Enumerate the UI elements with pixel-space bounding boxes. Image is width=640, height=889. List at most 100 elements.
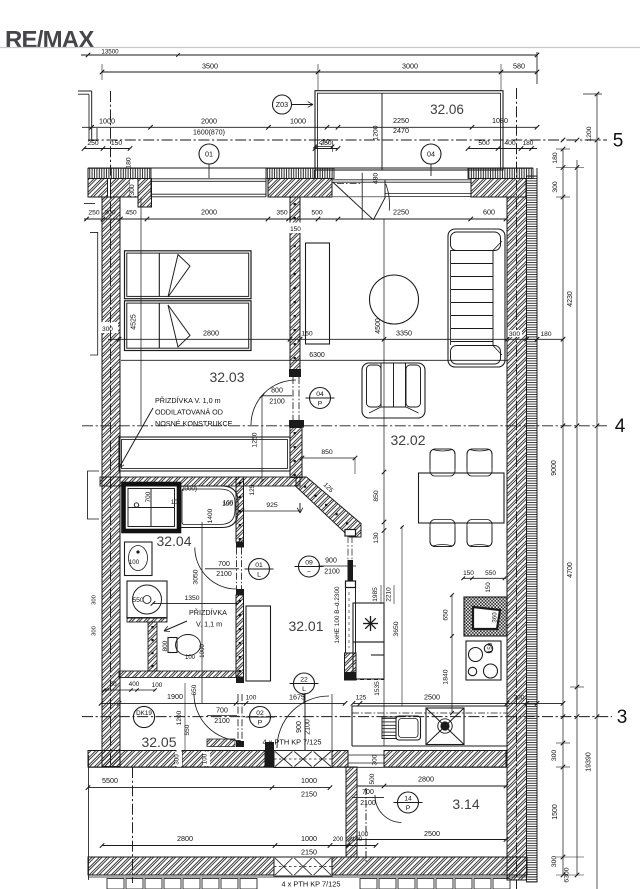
svg-text:P: P	[318, 401, 323, 408]
svg-text:300: 300	[92, 626, 98, 636]
svg-text:6300: 6300	[564, 867, 571, 882]
svg-text:19390: 19390	[586, 752, 593, 772]
svg-text:4: 4	[615, 416, 626, 437]
svg-text:350: 350	[276, 210, 288, 217]
svg-text:2210: 2210	[386, 587, 393, 602]
svg-text:300: 300	[551, 856, 558, 868]
svg-text:125: 125	[249, 484, 256, 495]
svg-text:300: 300	[509, 331, 520, 338]
svg-text:1200: 1200	[373, 125, 380, 140]
svg-text:550: 550	[485, 570, 496, 577]
svg-text:1000: 1000	[301, 834, 317, 843]
svg-text:04: 04	[427, 150, 435, 159]
svg-text:2500: 2500	[424, 693, 440, 702]
svg-text:300: 300	[102, 326, 113, 333]
svg-text:300: 300	[104, 210, 116, 217]
svg-text:100: 100	[222, 501, 233, 508]
svg-text:4230: 4230	[567, 291, 574, 307]
svg-text:100: 100	[129, 559, 140, 566]
svg-text:250: 250	[87, 140, 99, 147]
svg-text:300: 300	[129, 184, 136, 196]
svg-text:100: 100	[358, 831, 369, 838]
svg-text:300: 300	[92, 595, 98, 605]
svg-text:1400: 1400	[207, 508, 214, 523]
svg-text:2800: 2800	[418, 775, 434, 784]
svg-text:150: 150	[111, 140, 123, 147]
svg-text:01: 01	[205, 150, 213, 159]
svg-text:5: 5	[613, 131, 624, 152]
svg-text:925: 925	[266, 502, 278, 509]
svg-text:900: 900	[296, 721, 303, 733]
svg-text:1600(870): 1600(870)	[193, 130, 225, 137]
svg-text:100: 100	[223, 500, 234, 507]
svg-text:4525: 4525	[131, 314, 138, 330]
svg-text:1840: 1840	[443, 669, 450, 684]
svg-text:2150: 2150	[301, 790, 317, 799]
svg-text:1900: 1900	[167, 692, 183, 701]
svg-text:PŘIZDÍVKA: PŘIZDÍVKA	[189, 608, 227, 617]
svg-text:900: 900	[325, 558, 337, 565]
svg-text:Z03: Z03	[276, 100, 288, 109]
svg-text:700: 700	[145, 491, 152, 502]
svg-text:100: 100	[352, 836, 363, 843]
svg-text:2250: 2250	[393, 116, 409, 125]
svg-text:3350: 3350	[396, 329, 412, 338]
svg-text:500: 500	[478, 140, 490, 147]
svg-text:100: 100	[202, 753, 209, 764]
svg-text:32.05: 32.05	[141, 734, 176, 750]
svg-text:125: 125	[356, 695, 367, 702]
svg-text:09: 09	[305, 559, 313, 566]
svg-text:250: 250	[318, 139, 330, 146]
svg-text:200: 200	[333, 836, 344, 843]
svg-text:2800: 2800	[203, 329, 219, 338]
svg-text:P: P	[258, 720, 263, 727]
svg-text:3650: 3650	[393, 621, 400, 636]
svg-text:L: L	[257, 572, 261, 579]
svg-text:02: 02	[256, 710, 264, 717]
svg-text:DK19: DK19	[136, 710, 152, 717]
svg-text:3000: 3000	[402, 62, 418, 71]
svg-text:1675: 1675	[289, 693, 305, 702]
svg-text:04: 04	[316, 391, 324, 398]
svg-text:2100: 2100	[360, 800, 376, 807]
svg-text:2000: 2000	[201, 117, 217, 126]
svg-text:1350: 1350	[184, 595, 199, 602]
svg-text:1200: 1200	[176, 710, 183, 725]
svg-text:1535: 1535	[374, 681, 381, 696]
svg-text:2000: 2000	[201, 208, 217, 217]
svg-text:P: P	[406, 805, 411, 812]
svg-text:700: 700	[216, 708, 228, 715]
svg-text:3.14: 3.14	[452, 796, 479, 812]
svg-text:400: 400	[504, 140, 516, 147]
svg-text:9000: 9000	[551, 460, 558, 476]
svg-text:500: 500	[369, 773, 376, 784]
svg-text:2100: 2100	[324, 569, 340, 576]
svg-text:100: 100	[152, 682, 163, 689]
svg-text:800: 800	[271, 388, 283, 395]
svg-text:150: 150	[290, 226, 301, 233]
svg-text:1985: 1985	[372, 587, 379, 602]
svg-text:6300: 6300	[309, 352, 325, 359]
svg-text:(2000): (2000)	[179, 486, 197, 493]
svg-text:650: 650	[191, 684, 198, 695]
svg-text:L: L	[302, 686, 306, 693]
svg-text:1xHE 100 B–d.2300: 1xHE 100 B–d.2300	[334, 586, 341, 644]
svg-text:450: 450	[125, 210, 137, 217]
svg-text:360: 360	[492, 612, 499, 623]
svg-text:1000: 1000	[99, 117, 115, 126]
svg-text:1000: 1000	[199, 644, 206, 658]
svg-text:850: 850	[373, 490, 380, 502]
svg-text:32.06: 32.06	[430, 102, 464, 117]
svg-text:22: 22	[300, 676, 308, 683]
svg-text:13500: 13500	[101, 49, 119, 56]
svg-text:3: 3	[617, 707, 628, 728]
svg-text:32.02: 32.02	[390, 432, 425, 448]
svg-text:150: 150	[487, 642, 494, 653]
svg-text:3500: 3500	[202, 62, 218, 71]
svg-text:4500: 4500	[375, 318, 382, 334]
svg-text:32.01: 32.01	[288, 618, 323, 634]
svg-text:700: 700	[362, 789, 374, 796]
svg-text:550: 550	[132, 597, 144, 604]
svg-text:550: 550	[184, 724, 191, 735]
svg-text:650: 650	[443, 609, 450, 621]
